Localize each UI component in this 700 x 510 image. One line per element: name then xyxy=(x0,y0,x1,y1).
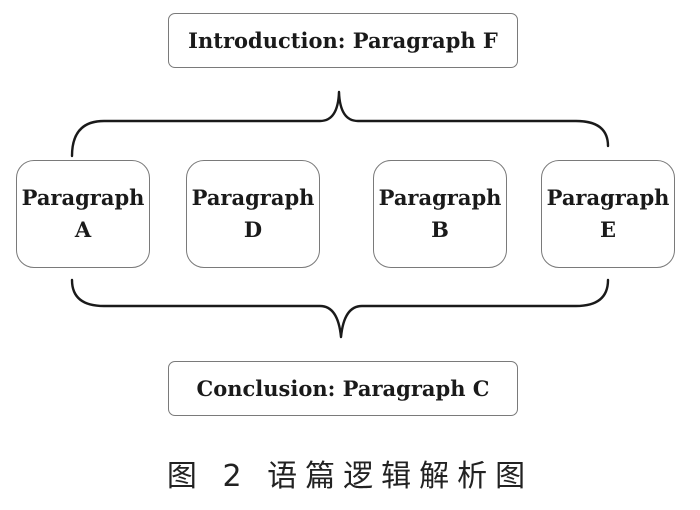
conclusion-label: Conclusion: Paragraph C xyxy=(196,376,490,401)
figure-caption: 图 2 语篇逻辑解析图 xyxy=(166,459,534,494)
introduction-label: Introduction: Paragraph F xyxy=(188,28,498,53)
bottom-brace xyxy=(70,278,610,339)
paragraph-b-box: Paragraph B xyxy=(373,160,507,268)
paragraph-label: Paragraph xyxy=(191,185,315,210)
top-brace xyxy=(70,90,610,158)
paragraph-d-box: Paragraph D xyxy=(186,160,320,268)
paragraph-label: Paragraph xyxy=(546,185,670,210)
paragraph-letter: E xyxy=(599,217,616,242)
paragraph-letter: B xyxy=(431,217,449,242)
paragraph-label: Paragraph xyxy=(378,185,502,210)
introduction-box: Introduction: Paragraph F xyxy=(168,13,518,68)
paragraph-e-box: Paragraph E xyxy=(541,160,675,268)
conclusion-box: Conclusion: Paragraph C xyxy=(168,361,518,416)
paragraph-letter: D xyxy=(243,217,263,242)
paragraph-a-box: Paragraph A xyxy=(16,160,150,268)
paragraph-letter: A xyxy=(74,217,92,242)
paragraph-label: Paragraph xyxy=(21,185,145,210)
